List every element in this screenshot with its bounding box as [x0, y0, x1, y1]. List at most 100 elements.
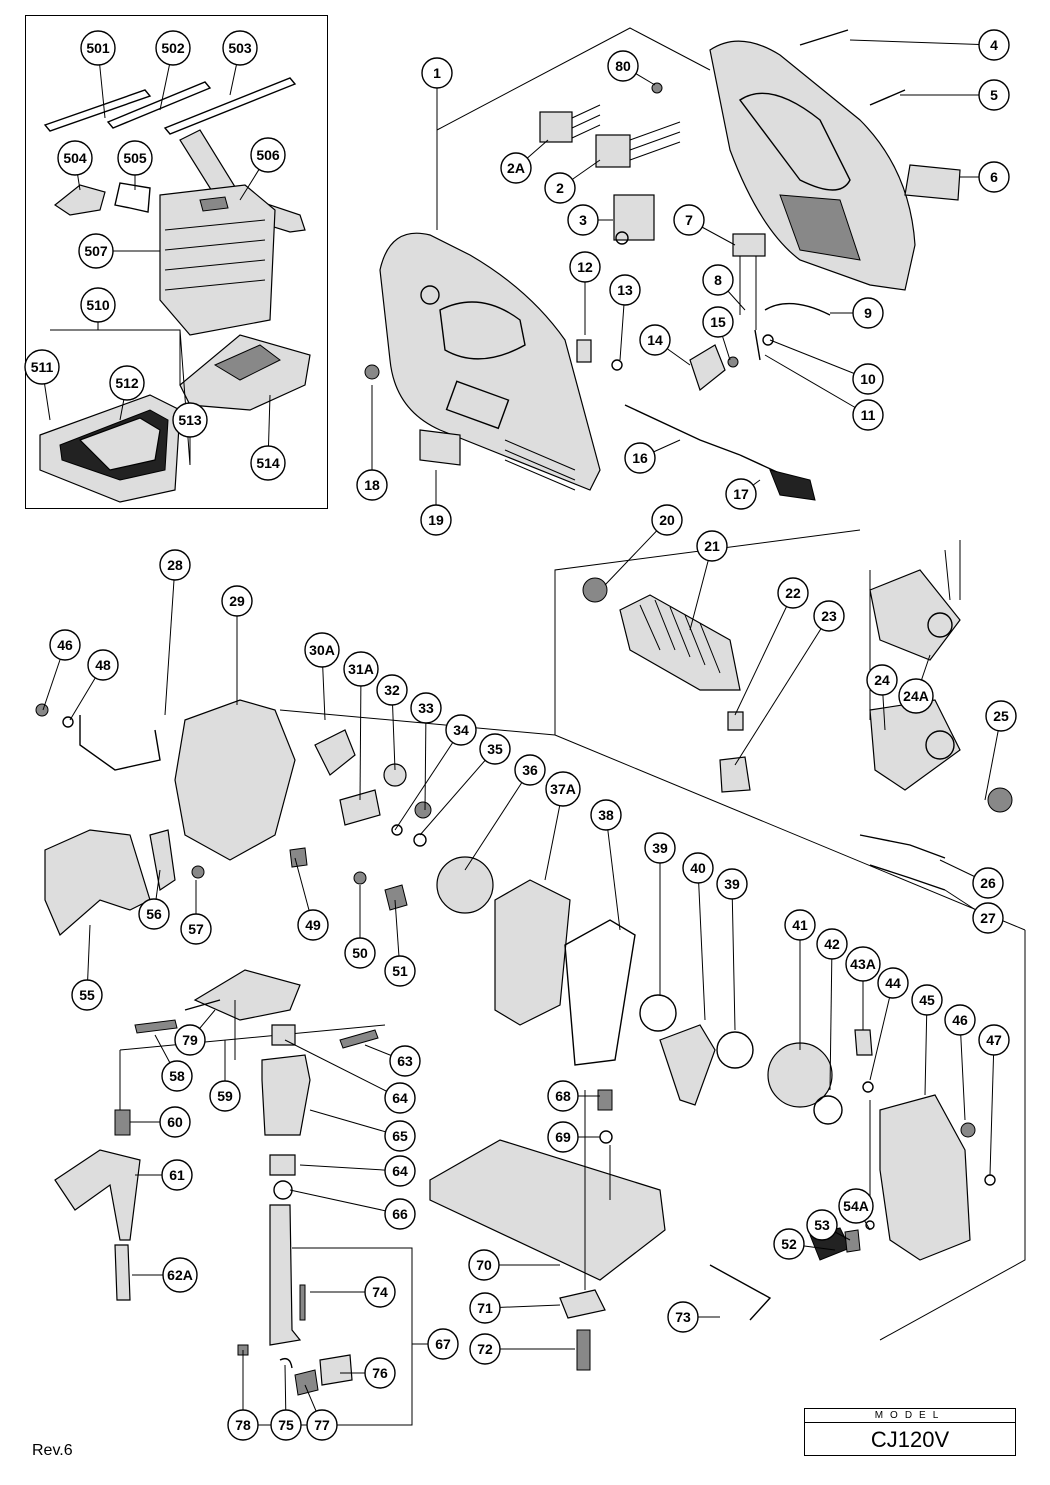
callout-number: 3: [579, 212, 587, 228]
callout-67: 67: [412, 1328, 459, 1360]
callout-circle: [57, 140, 93, 176]
callout-circle: [644, 832, 676, 864]
callout-510: 510: [80, 287, 116, 330]
callout-circle: [80, 30, 116, 66]
callout-number: 506: [256, 147, 280, 163]
callout-number: 19: [428, 512, 444, 528]
leader-line: [299, 1164, 401, 1172]
callout-circle: [159, 549, 191, 581]
callout-number: 7: [685, 212, 693, 228]
lever-61: [54, 1149, 141, 1241]
screw-80: [651, 82, 663, 94]
callout-circle: [227, 1409, 259, 1441]
washer-39-b: [716, 1031, 754, 1069]
callout-46: 46: [42, 629, 81, 711]
controller-3: [613, 194, 655, 245]
callout-number: 56: [146, 906, 162, 922]
leader-line: [924, 999, 928, 1096]
leader-line: [419, 748, 496, 836]
leader-line: [697, 867, 706, 1021]
callout-10: 10: [769, 339, 884, 395]
callout-78: 78: [227, 1350, 259, 1441]
callout-69: 69: [547, 1121, 600, 1153]
callout-circle: [384, 1082, 416, 1114]
switch-2: [595, 121, 681, 168]
cap-43A: [854, 1029, 873, 1056]
callout-number: 80: [615, 58, 631, 74]
callout-circle: [384, 1155, 416, 1187]
blade-holder-76: [319, 1354, 353, 1386]
callout-28: 28: [159, 549, 191, 716]
callout-circle: [773, 1228, 805, 1260]
screw-4: [799, 29, 849, 46]
callout-number: 13: [617, 282, 633, 298]
insert-514: [179, 334, 311, 411]
dust-cover-55: [44, 829, 151, 936]
callout-number: 68: [555, 1088, 571, 1104]
callout-number: 55: [79, 987, 95, 1003]
leader-line: [731, 883, 736, 1031]
callout-22: 22: [734, 577, 809, 716]
callout-number: 57: [188, 921, 204, 937]
blade-501: [43, 89, 152, 132]
callout-circle: [877, 967, 909, 999]
callout-number: 32: [384, 682, 400, 698]
callout-8: 8: [702, 264, 746, 311]
callout-number: 45: [919, 992, 935, 1008]
leader-line: [989, 1039, 995, 1176]
gear-housing-45: [879, 1094, 971, 1261]
wire-spring-28: [79, 715, 161, 771]
callout-circle: [384, 1198, 416, 1230]
callout-circle: [297, 909, 329, 941]
callout-number: 66: [392, 1206, 408, 1222]
callout-number: 64: [392, 1090, 408, 1106]
callout-circle: [364, 1276, 396, 1308]
callout-number: 69: [555, 1129, 571, 1145]
callout-number: 78: [235, 1417, 251, 1433]
callout-circle: [384, 1120, 416, 1152]
leader-line: [605, 814, 621, 931]
callout-27: 27: [944, 889, 1004, 934]
callout-circle: [651, 504, 683, 536]
callout-24: 24: [866, 664, 898, 731]
screw-15: [727, 356, 739, 368]
callout-circle: [270, 1409, 302, 1441]
callout-number: 4: [990, 37, 998, 53]
model-label: MODEL: [805, 1409, 1015, 1423]
switch-2A: [539, 104, 601, 143]
blade-503: [163, 77, 297, 135]
blade-502: [106, 81, 212, 129]
cord-clip-14: [689, 344, 726, 392]
callout-24A: 24A: [898, 654, 934, 714]
callout-502: 502: [155, 30, 191, 111]
washer-35: [413, 833, 427, 847]
callout-number: 14: [647, 332, 663, 348]
callout-circle: [813, 600, 845, 632]
callout-1: 1: [421, 57, 453, 230]
systainer-510: [39, 394, 181, 503]
callout-number: 61: [169, 1167, 185, 1183]
callout-31A: 31A: [343, 651, 379, 801]
pin-63: [339, 1029, 379, 1049]
callout-number: 15: [710, 314, 726, 330]
spring-53: [844, 1229, 861, 1253]
callout-70: 70: [468, 1249, 560, 1281]
callout-circle: [420, 504, 452, 536]
callout-number: 17: [733, 486, 749, 502]
screw-5: [869, 89, 906, 106]
hex-wrench-73: [709, 1264, 772, 1321]
callout-number: 22: [785, 585, 801, 601]
bolt-51: [384, 884, 408, 911]
bushing-64-top: [271, 1024, 296, 1046]
callout-number: 11: [861, 407, 876, 423]
callout-54A: 54A: [838, 1188, 874, 1231]
washer-44: [862, 1081, 874, 1093]
callout-514: 514: [250, 394, 286, 481]
callout-35: 35: [419, 733, 511, 836]
callout-number: 60: [167, 1114, 183, 1130]
callout-number: 2: [556, 180, 564, 196]
callout-26: 26: [939, 859, 1004, 899]
callout-number: 513: [178, 412, 202, 428]
callout-74: 74: [310, 1276, 396, 1308]
screw-18: [364, 364, 380, 380]
